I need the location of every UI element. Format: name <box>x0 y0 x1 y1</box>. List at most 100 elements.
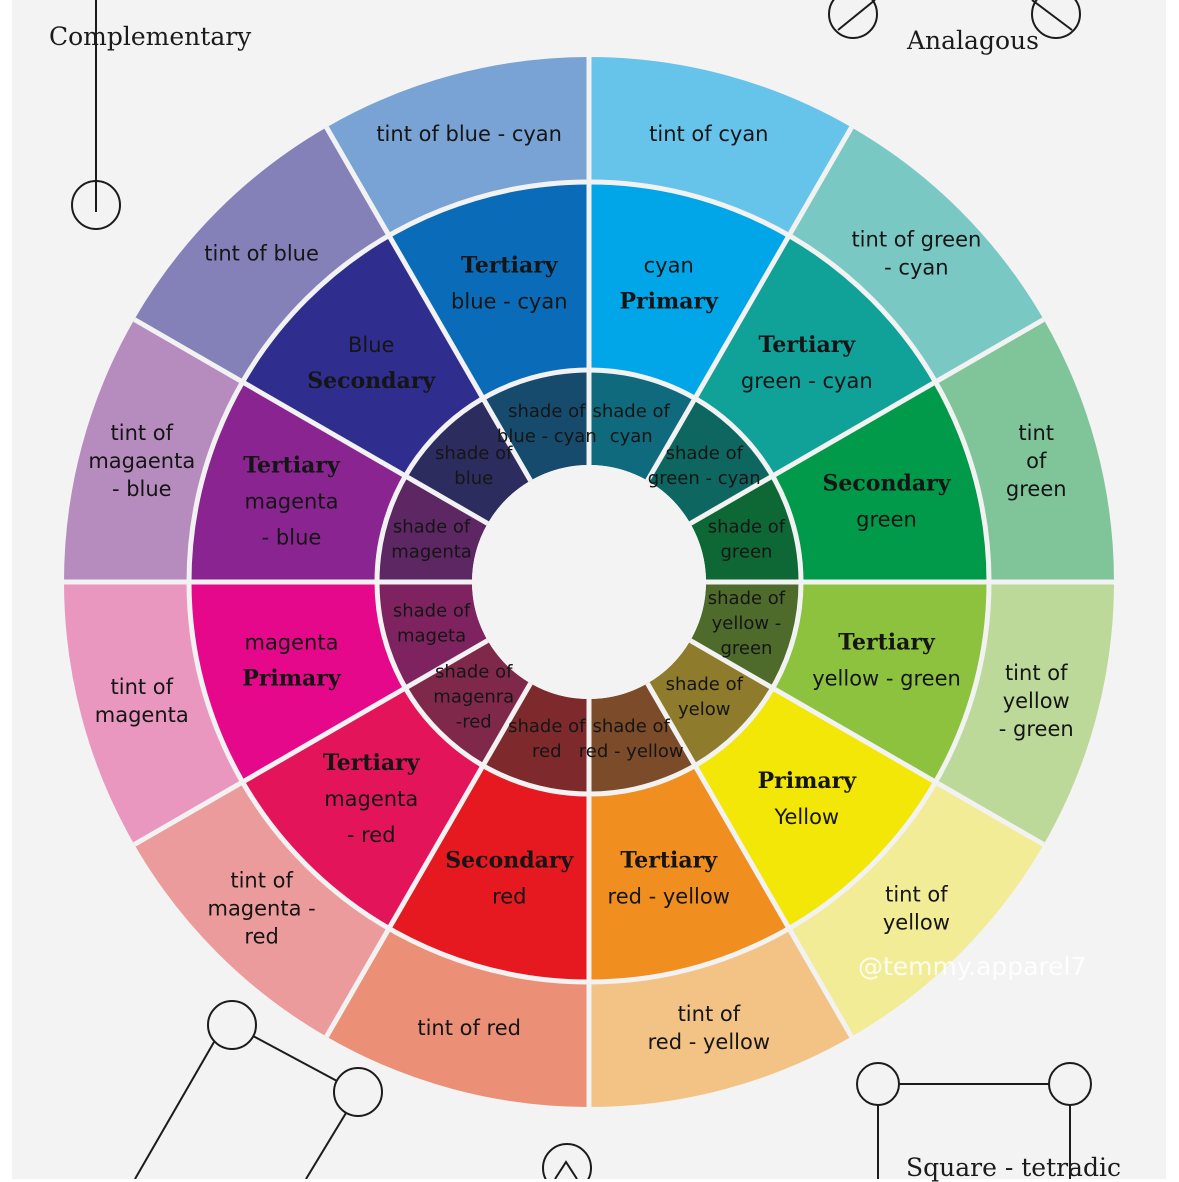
middle-segment-label: - blue <box>262 525 322 549</box>
middle-segment-label: blue - cyan <box>451 289 567 313</box>
middle-segment-label: magenta <box>244 489 338 513</box>
wheel-center-hub <box>472 465 706 699</box>
inner-segment-label: shade of <box>393 516 471 537</box>
radial-separator <box>645 126 854 482</box>
outer-segment-label: magenta - <box>207 896 315 920</box>
middle-segment-label: Blue <box>348 333 394 357</box>
middle-segment-label: - red <box>347 823 396 847</box>
inner-segment-label: red - yellow <box>579 741 684 762</box>
inner-segment-label: shade of <box>666 674 744 695</box>
outer-segment-label: tint of blue <box>204 242 319 266</box>
inner-segment-label: shade of <box>508 716 586 737</box>
outer-segment-label: tint of red <box>417 1016 521 1040</box>
shade-segment <box>377 582 488 688</box>
middle-segment-label: Secondary <box>307 368 436 394</box>
inner-segment-label: shade of <box>435 443 513 464</box>
analagous-symbol-icon <box>828 0 1081 39</box>
tint-segment <box>326 928 589 1107</box>
radial-separator <box>133 638 489 847</box>
inner-segment-label: yelow <box>678 699 730 720</box>
inner-segment-label: blue <box>454 468 493 489</box>
hue-segment <box>772 382 989 582</box>
middle-segment-label: Secondary <box>445 848 574 874</box>
split-symbol-icon <box>542 1143 592 1179</box>
outer-segment-label: magaenta <box>88 449 195 473</box>
tint-segment <box>64 582 243 845</box>
complementary-symbol-icon <box>71 0 121 230</box>
hue-segment <box>189 382 406 582</box>
shade-segment <box>690 476 801 582</box>
inner-segment-label: blue - cyan <box>497 426 597 447</box>
outer-segment-label: tint of <box>885 882 948 906</box>
ring-separator <box>186 179 992 985</box>
outer-segment-label: red <box>244 924 278 948</box>
inner-segment-label: shade of <box>666 443 744 464</box>
inner-segment-label: red <box>532 741 562 762</box>
inner-segment-label: magenra <box>433 686 514 707</box>
radial-separator <box>645 682 854 1038</box>
square-tetradic-symbol-icon <box>856 1062 1092 1179</box>
middle-segment-label: magenta <box>244 631 338 655</box>
radial-separator <box>324 126 533 482</box>
shade-segment <box>483 370 589 481</box>
shade-segment <box>589 683 695 794</box>
radial-separator <box>689 638 1045 847</box>
middle-segment-label: green - cyan <box>741 369 873 393</box>
shade-segment <box>690 582 801 688</box>
outer-segment-label: yellow <box>883 910 950 934</box>
middle-segment-label: green <box>856 507 917 531</box>
hue-segment <box>772 582 989 782</box>
square-tetradic-label: Square - tetradic <box>906 1153 1121 1182</box>
outer-segment-label: tint of <box>1005 661 1068 685</box>
triadic-symbol-icon <box>134 1000 383 1179</box>
inner-segment-label: shade of <box>393 601 471 622</box>
tint-segment <box>134 127 389 382</box>
analagous-label: Analagous <box>907 26 1039 55</box>
middle-segment-label: Tertiary <box>620 848 718 874</box>
inner-segment-label: green <box>720 638 772 659</box>
inner-segment-label: shade of <box>708 588 786 609</box>
hue-segment <box>389 765 589 982</box>
middle-segment-label: magenta <box>324 787 418 811</box>
tint-segment <box>326 57 589 236</box>
middle-segment-label: Tertiary <box>243 452 341 478</box>
outer-segment-label: tint of <box>230 868 293 892</box>
middle-segment-label: Tertiary <box>461 252 559 278</box>
outer-segment-label: green <box>1006 477 1067 501</box>
outer-segment-label: - cyan <box>884 256 948 280</box>
inner-segment-label: green - cyan <box>648 468 761 489</box>
hue-segment <box>589 765 789 982</box>
hue-segment <box>589 182 789 399</box>
middle-segment-label: Yellow <box>773 805 839 829</box>
watermark-text: @temmy.apparel7 <box>858 952 1087 981</box>
middle-segment-label: Primary <box>758 768 858 794</box>
wheel-labels: tint of cyan tint of green - cyan tint of gre… <box>88 122 1073 1054</box>
tint-segment <box>789 782 1044 1037</box>
outer-segment-label: tint <box>1018 421 1054 445</box>
outer-segment-label: tint of <box>111 421 174 445</box>
outer-segment-label: tint of <box>678 1002 741 1026</box>
outer-segment-label: of <box>1026 449 1047 473</box>
middle-segment-label: Primary <box>242 666 342 692</box>
inner-segment-label: magenta <box>391 541 472 562</box>
outer-segment-label: - blue <box>112 477 172 501</box>
hue-segment <box>189 582 406 782</box>
complementary-label: Complementary <box>49 22 252 51</box>
middle-segment-label: Secondary <box>823 470 952 496</box>
tint-segment <box>589 57 852 236</box>
middle-segment-label: cyan <box>644 253 694 277</box>
middle-segment-label: Tertiary <box>323 750 421 776</box>
middle-segment-label: Primary <box>620 288 720 314</box>
inner-segment-label: shade of <box>508 401 586 422</box>
middle-segment-label: yellow - green <box>812 667 961 691</box>
middle-segment-label: Tertiary <box>838 630 936 656</box>
tint-segment <box>589 928 852 1107</box>
outer-ring-tints <box>64 57 1114 1107</box>
ring-separator <box>374 367 804 797</box>
inner-segment-label: mageta <box>397 626 466 647</box>
tint-segment <box>64 319 243 582</box>
outer-segment-label: tint of cyan <box>649 122 768 146</box>
middle-segment-label: red <box>492 885 526 909</box>
outer-segment-label: tint of green <box>851 228 981 252</box>
tint-segment <box>134 782 389 1037</box>
